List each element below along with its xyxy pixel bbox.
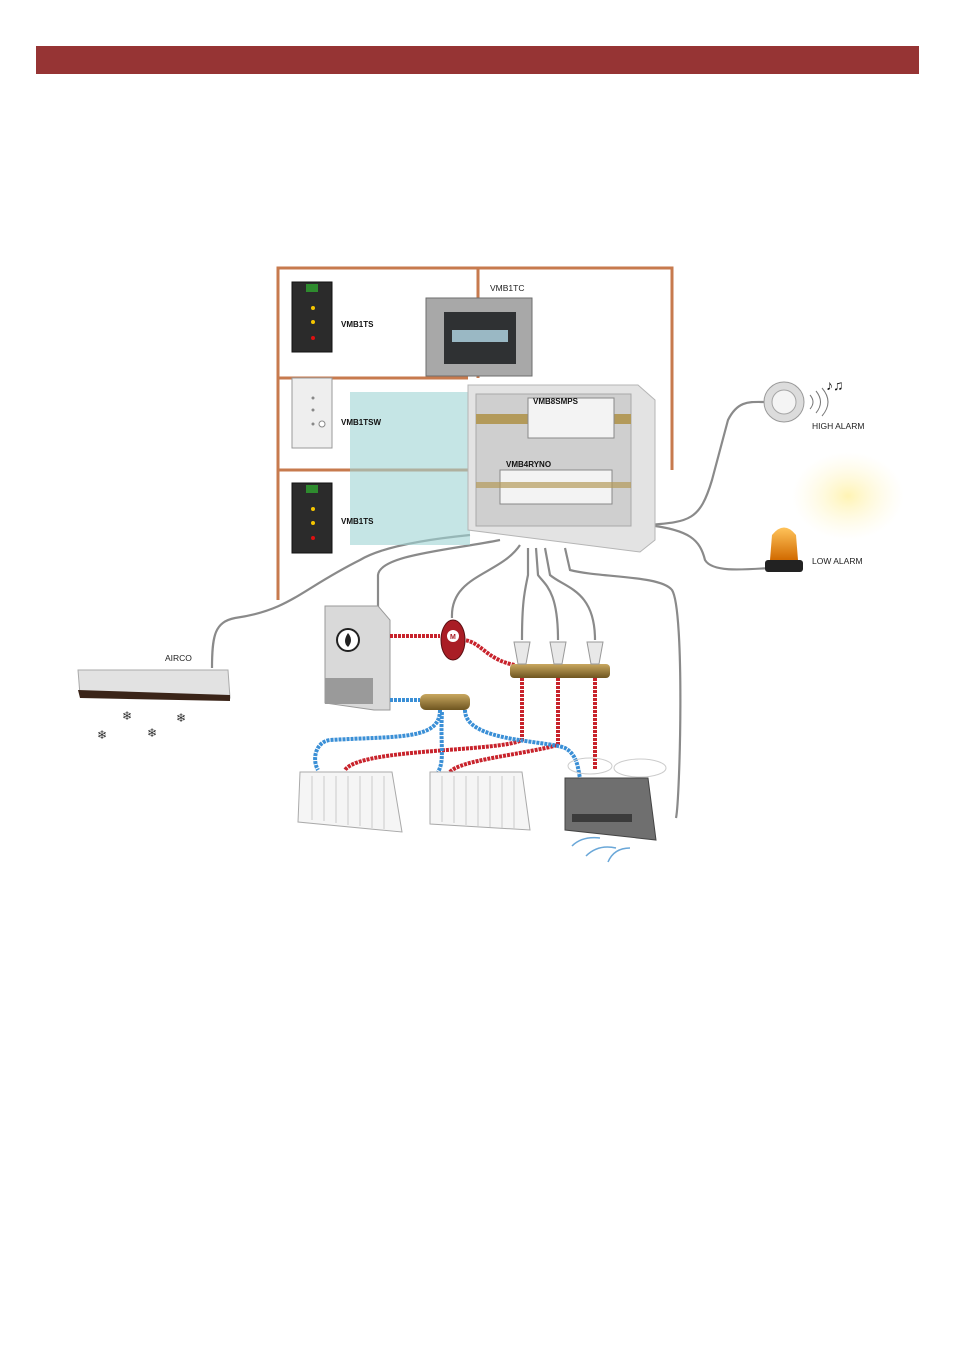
svg-text:❄: ❄ [147, 726, 157, 740]
vmb1tc-label: VMB1TC [490, 283, 524, 293]
radiator-left [298, 772, 402, 832]
vmb1ts-top-label: VMB1TS [341, 320, 374, 329]
svg-text:❄: ❄ [176, 711, 186, 725]
vmb1tsw-module [292, 378, 332, 448]
vmb4ryno-label: VMB4RYNO [506, 460, 551, 469]
cold-water-pipes [315, 700, 580, 778]
radiator-right [430, 772, 530, 830]
airco-unit: ❄ ❄ ❄ ❄ [78, 670, 230, 742]
vmb1tc-panel [426, 298, 532, 376]
vmb1tsw-label: VMB1TSW [341, 418, 381, 427]
convector-heater [565, 758, 666, 862]
boiler-unit [325, 606, 390, 710]
valve-icons [514, 642, 603, 664]
snowflake-icons: ❄ ❄ ❄ ❄ [97, 709, 186, 742]
vmb1ts-bottom-label: VMB1TS [341, 517, 374, 526]
control-cabinet [468, 385, 655, 552]
high-alarm-siren-icon: ♪♫ [764, 377, 844, 422]
airflow-icon [572, 838, 630, 862]
manifold [420, 664, 610, 710]
vmb1ts-module-top [292, 282, 332, 352]
svg-text:❄: ❄ [122, 709, 132, 723]
vmb1ts-module-bottom [292, 483, 332, 553]
vmb8smps-label: VMB8SMPS [533, 397, 579, 406]
beacon-glow [792, 452, 904, 540]
low-alarm-beacon-icon [765, 528, 803, 573]
airco-label: AIRCO [165, 653, 192, 663]
pump-label: M [450, 634, 456, 641]
low-alarm-label: LOW ALARM [812, 556, 863, 566]
svg-text:❄: ❄ [97, 728, 107, 742]
music-note-icon: ♪♫ [826, 377, 844, 393]
high-alarm-label: HIGH ALARM [812, 421, 864, 431]
